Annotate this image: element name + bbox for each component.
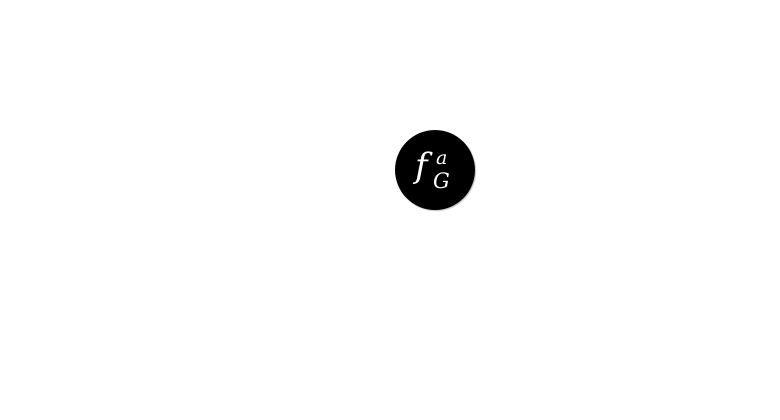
node-label: f a G: [395, 130, 475, 210]
node-subscript: G: [433, 169, 450, 193]
node-superscript: a: [436, 147, 448, 169]
node-symbol: f: [415, 146, 428, 186]
math-node[interactable]: f a G: [395, 130, 475, 210]
